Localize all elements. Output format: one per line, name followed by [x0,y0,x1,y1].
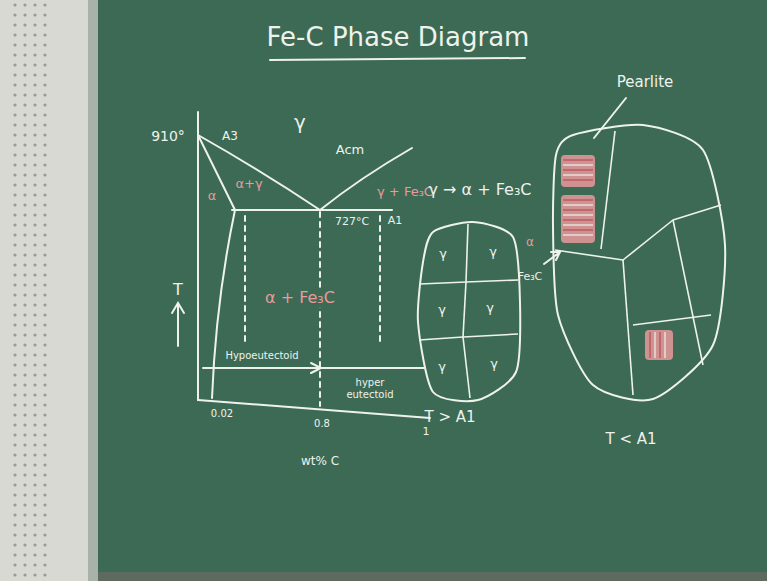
wall [0,0,95,581]
cementite-lamella [654,332,655,358]
acm-line [320,148,412,210]
colony-fill [645,330,673,360]
composition-range-line [203,367,424,369]
cementite-lamella [563,219,593,220]
tick-label: 0.02 [211,408,233,420]
grain-label: γ [490,357,498,372]
range-label: Hypoeutectoid [225,350,298,362]
cementite-lamella [563,159,593,160]
tick-label: 0.8 [314,418,330,430]
reaction-equation: γ → α + Fe₃C [429,181,532,199]
eutectoid-line [232,209,392,211]
cementite-lamella [649,332,650,358]
cementite-lamella [563,174,593,175]
grain-boundary [466,224,468,282]
pearlite-micrograph: PearliteT < A1 [553,125,725,399]
phase-label: α [526,236,534,250]
phase-label: α [208,189,217,204]
phase-label: γ [294,111,306,134]
cementite-lamella [563,164,593,165]
grain-label: γ [439,247,447,262]
perforated-panel [8,0,48,581]
temperature-value: 727°C [335,216,369,229]
grain-label: γ [438,303,446,318]
diagram-title: Fe-C Phase Diagram [267,23,530,53]
arrow-head [311,363,321,373]
pointer-arrow [544,252,560,264]
pearlite-colony [561,195,595,243]
axis-label: wt% C [301,455,339,469]
austenite-micrograph: γγγγγγT > A1 [418,222,520,400]
cementite-lamella [659,332,660,358]
grain-boundary [419,334,518,340]
a3-line [198,135,320,210]
dashed-guide [379,216,381,344]
grain-boundary [673,220,703,365]
tick-label: 1 [423,426,430,439]
alpha-solvus [212,210,235,398]
cementite-lamella [563,229,593,230]
chalk-ledge [98,572,767,581]
grain-boundary [633,315,711,325]
temperature-axis [197,112,199,400]
phase-label: α + Fe₃C [261,288,339,308]
micrograph-outline [418,222,520,400]
colony-fill [561,195,595,243]
title-underline [270,58,525,60]
eutectoid-composition-line [319,212,321,406]
leader-line [594,98,626,138]
line-name: A3 [222,130,238,144]
grain-label: γ [438,360,446,375]
structure-name: Pearlite [617,74,674,91]
dashed-guide [244,216,246,344]
phase-label: α+γ [235,177,262,192]
cementite-lamella [563,199,593,200]
grain-boundary [463,282,466,337]
cementite-lamella [563,209,593,210]
cementite-lamella [563,214,593,215]
alpha-boundary [198,135,235,210]
range-label: hyper eutectoid [339,377,401,400]
phase-label: γ + Fe₃C [377,185,433,200]
grain-boundary [623,260,633,395]
grain-boundary [463,337,470,398]
axis-label: T [173,281,183,299]
cementite-lamella [563,224,593,225]
cementite-lamella [563,204,593,205]
colony-fill [561,155,595,187]
temperature-condition: T > A1 [424,409,475,426]
cementite-lamella [563,169,593,170]
chalkboard [98,0,767,574]
grain-boundary [555,205,721,260]
micrograph-border [418,222,520,401]
temperature-arrow [172,303,184,346]
grain-label: γ [486,301,494,316]
line-name: A1 [388,215,403,228]
line-name: Acm [336,143,364,158]
cementite-lamella [664,332,665,358]
temperature-condition: T < A1 [605,431,656,448]
cementite-lamella [563,234,593,235]
grain-boundary [420,280,518,284]
cementite-lamella [563,179,593,180]
grain-boundary [601,131,615,249]
phase-label: Fe₃C [518,271,543,284]
board-frame [88,0,98,581]
pearlite-colony [561,155,595,187]
temperature-value: 910° [151,128,185,144]
micrograph-border [553,125,725,401]
grain-label: γ [489,245,497,260]
micrograph-outline [553,125,725,399]
pearlite-colony [645,330,673,360]
